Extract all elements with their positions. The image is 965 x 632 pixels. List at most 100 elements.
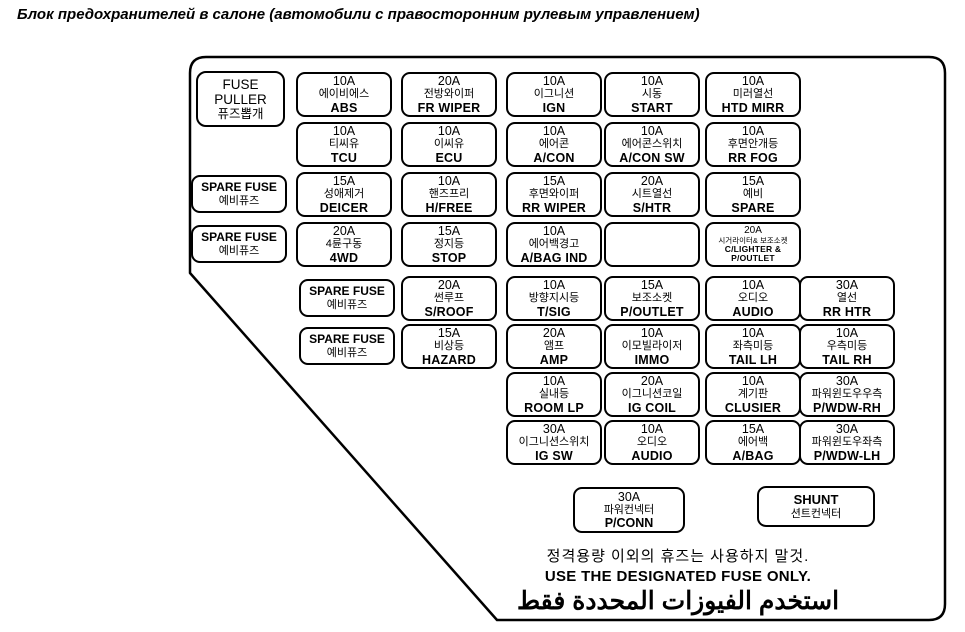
fuse-label-kr: 이그니션 <box>533 88 575 101</box>
spare-fuse-label-en: SPARE FUSE <box>201 180 277 195</box>
fuse-amperage: 10A <box>741 326 765 341</box>
warning-text-english: USE THE DESIGNATED FUSE ONLY. <box>544 568 812 585</box>
fuse-label-kr: 전방와이퍼 <box>423 88 475 101</box>
fuse-label-en: C/LIGHTER & P/OUTLET <box>724 243 782 263</box>
spare-fuse-label-kr: 예비퓨즈 <box>218 244 260 257</box>
fuse-label-en: IG SW <box>535 448 573 463</box>
warning-text-arabic: استخدم الفيوزات المحددة فقط <box>516 587 840 615</box>
fuse-label-en: A/CON <box>533 150 575 165</box>
fuse-label-kr: 미러열선 <box>732 88 774 101</box>
fuse-label-en: SPARE <box>731 200 775 215</box>
fuse-amperage: 10A <box>542 278 566 293</box>
fuse-amperage: 30A <box>835 278 859 293</box>
power-connector-label-kr: 파워컨넥터 <box>603 503 655 516</box>
fuse-amperage: 20A <box>437 278 461 293</box>
fuse-amperage: 20A <box>640 374 664 389</box>
fuse-amperage: 10A <box>640 422 664 437</box>
fuse-amperage: 15A <box>437 326 461 341</box>
fuse-label-en: HAZARD <box>422 352 476 367</box>
fuse-amperage: 10A <box>741 124 765 139</box>
fuse-label-kr: 파워윈도우좌측 <box>811 436 883 449</box>
shunt-label-en: SHUNT <box>793 492 839 508</box>
fuse-label-kr: 열선 <box>836 292 858 305</box>
fuse-amperage: 10A <box>332 124 356 139</box>
fuse-amperage: 30A <box>542 422 566 437</box>
fuse-amperage: 15A <box>741 422 765 437</box>
fuse-label-kr: 실내등 <box>538 388 570 401</box>
spare-fuse-label-kr: 예비퓨즈 <box>218 194 260 207</box>
fuse-label-kr: 에어백경고 <box>528 238 580 251</box>
fuse-label-kr: 핸즈프리 <box>428 188 470 201</box>
fuse-label-kr: 썬루프 <box>433 292 465 305</box>
fuse-label-kr: 4륜구동 <box>325 238 363 251</box>
power-connector-box: 30A 파워컨넥터 P/CONN <box>573 487 685 533</box>
fuse-label-en: RR HTR <box>822 304 872 319</box>
fuse-label-kr: 오디오 <box>737 292 769 305</box>
fuse-label-kr: 에어콘 <box>538 138 570 151</box>
fuse-label-en: CLUSIER <box>724 400 782 415</box>
warning-text-block: 정격용량 이외의 휴즈는 사용하지 말것. USE THE DESIGNATED… <box>468 545 888 616</box>
fuse-amperage: 10A <box>542 124 566 139</box>
fuse-label-kr: 후면와이퍼 <box>528 188 580 201</box>
fuse-amperage: 10A <box>741 374 765 389</box>
fuse-label-en: A/BAG <box>732 448 774 463</box>
fuse-puller-label-line2: PULLER <box>214 92 267 107</box>
fuse-amperage: 10A <box>437 124 461 139</box>
spare-fuse-label-en: SPARE FUSE <box>309 332 385 347</box>
fuse-amperage: 10A <box>640 326 664 341</box>
fuse-amperage: 10A <box>640 74 664 89</box>
fuse-amperage: 10A <box>437 174 461 189</box>
fuse-label-kr: 후면안개등 <box>727 138 779 151</box>
fuse-label-en: ABS <box>330 100 358 115</box>
fuse-label-kr: 에어콘스위치 <box>621 138 683 151</box>
fuse-label-kr: 이그니션코일 <box>621 388 683 401</box>
warning-text-korean: 정격용량 이외의 휴즈는 사용하지 말것. <box>546 548 810 565</box>
fuse-label-kr: 예비 <box>742 188 764 201</box>
fuse-label-en: H/FREE <box>425 200 473 215</box>
fuse-label-en: P/WDW-RH <box>812 400 881 415</box>
fuse-label-kr: 이그니션스위치 <box>518 436 590 449</box>
fuse-label-kr: 정지등 <box>433 238 465 251</box>
fuse-label-kr: 에이비에스 <box>318 88 370 101</box>
fuse-label-kr: 계기판 <box>737 388 769 401</box>
fuse-amperage: 20A <box>542 326 566 341</box>
fuse-label-en: AMP <box>539 352 569 367</box>
fuse-amperage: 15A <box>437 224 461 239</box>
fuse-amperage: 15A <box>542 174 566 189</box>
fuse-label-kr: 우측미등 <box>826 340 868 353</box>
fuse-amperage: 20A <box>437 74 461 89</box>
fuse-amperage: 10A <box>332 74 356 89</box>
fuse-puller-label-kr: 퓨즈뽑개 <box>217 107 264 122</box>
spare-fuse-label-en: SPARE FUSE <box>309 284 385 299</box>
fuse-label-kr: 파워윈도우우측 <box>811 388 883 401</box>
fuse-amperage: 20A <box>640 174 664 189</box>
fuse-amperage: 30A <box>835 374 859 389</box>
fuse-amperage: 10A <box>542 224 566 239</box>
fuse-label-en: IG COIL <box>628 400 676 415</box>
fuse-amperage: 10A <box>741 74 765 89</box>
